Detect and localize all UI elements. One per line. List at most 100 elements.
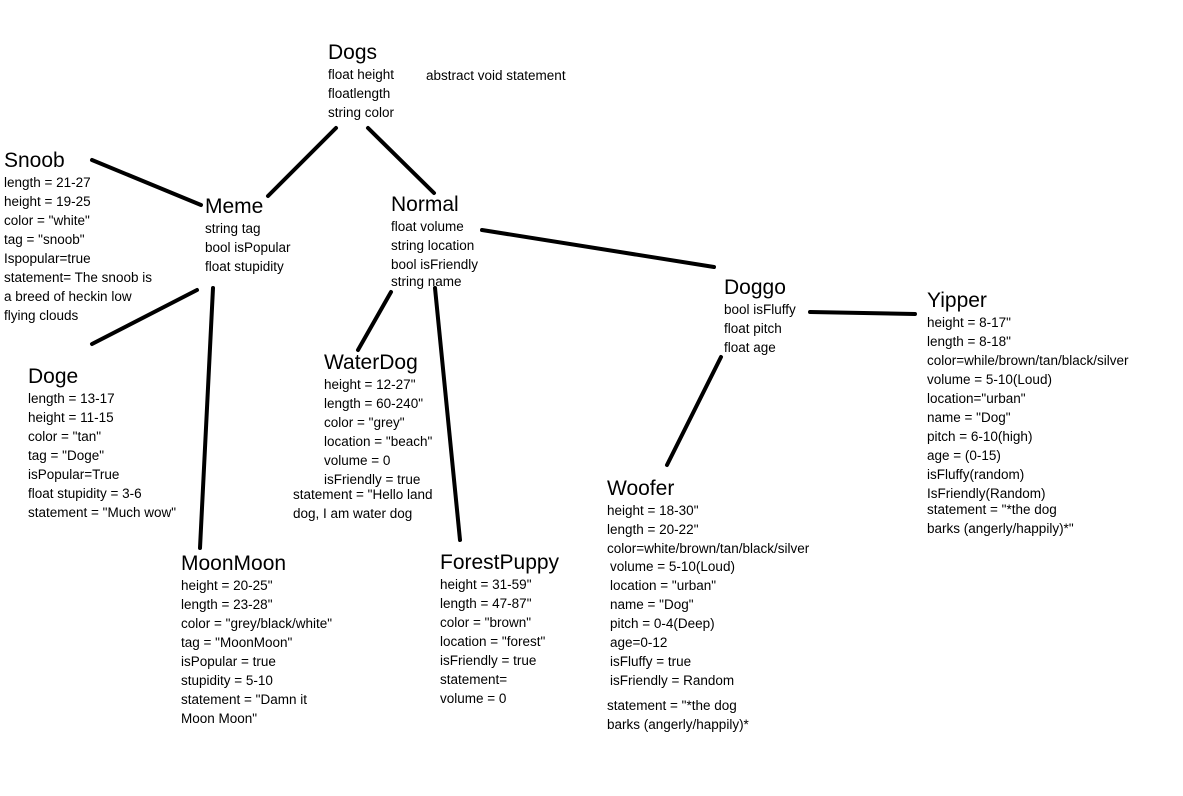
node-attribute: height = 12-27" [324, 377, 416, 392]
node-title: Dogs [328, 41, 378, 64]
edge-doggo-woofer [665, 355, 723, 467]
node-attribute: pitch = 0-4(Deep) [610, 616, 715, 631]
node-attribute: float stupidity = 3-6 [28, 486, 142, 501]
node-moonmoon: MoonMoon height = 20-25" length = 23-28"… [181, 553, 332, 728]
node-attribute: isPopular = true [181, 654, 276, 669]
node-attribute: color=while/brown/tan/black/silver [927, 353, 1129, 368]
dogs-abstract-method: abstract void statement [426, 68, 566, 83]
node-attribute: statement= [440, 672, 508, 687]
node-attribute: length = 60-240" [324, 396, 423, 411]
node-attribute: statement = "Much wow" [28, 505, 177, 520]
node-attribute: color = "grey" [324, 415, 405, 430]
node-dogs: Dogs float height floatlength string col… [328, 42, 394, 122]
node-attribute: volume = 0 [440, 691, 507, 706]
node-attribute: Moon Moon" [181, 711, 258, 726]
yipper-statement: statement = "*the dog barks (angerly/hap… [927, 500, 1074, 538]
node-attribute: bool isFriendly [391, 257, 479, 272]
node-attribute: height = 20-25" [181, 578, 273, 593]
node-attribute: a breed of heckin low [4, 289, 132, 304]
node-title: Normal [391, 193, 459, 216]
node-attribute: string tag [205, 221, 261, 236]
edge-meme-doge [90, 288, 199, 346]
node-attribute: age = (0-15) [927, 448, 1001, 463]
node-attribute: color = "white" [4, 213, 90, 228]
statement-line: dog, I am water dog [293, 506, 413, 521]
node-attribute: color = "brown" [440, 615, 531, 630]
node-attribute: length = 8-18" [927, 334, 1011, 349]
node-attribute: bool isPopular [205, 240, 291, 255]
node-title: Snoob [4, 149, 65, 172]
node-attribute: isPopular=True [28, 467, 120, 482]
node-doggo: Doggo bool isFluffy float pitch float ag… [724, 277, 796, 357]
node-attribute: isFriendly = Random [610, 673, 735, 688]
node-attribute: length = 20-22" [607, 522, 699, 537]
node-attribute: pitch = 6-10(high) [927, 429, 1033, 444]
statement-line: barks (angerly/happily)* [607, 717, 749, 732]
statement-line: statement = "*the dog [927, 502, 1057, 517]
node-waterdog: WaterDog height = 12-27" length = 60-240… [324, 352, 432, 489]
edge-meme-moonmoon [198, 286, 215, 550]
node-attribute: statement= The snoob is [4, 270, 152, 285]
node-attribute: isFriendly = true [324, 472, 421, 487]
node-meme: Meme string tag bool isPopular float stu… [205, 196, 291, 276]
node-attribute: height = 11-15 [28, 410, 114, 425]
node-forestpuppy: ForestPuppy height = 31-59" length = 47-… [440, 552, 559, 708]
node-attribute: isFriendly = true [440, 653, 537, 668]
node-title: Yipper [927, 289, 987, 312]
node-attribute: name = "Dog" [927, 410, 1011, 425]
node-attribute: Ispopular=true [4, 251, 91, 266]
statement-line: statement = "Hello land [293, 487, 433, 502]
edge-normal-forestpuppy [433, 286, 462, 542]
edge-dogs-normal [366, 126, 436, 195]
node-attribute: float height [328, 67, 395, 82]
node-attribute: height = 18-30" [607, 503, 699, 518]
node-attribute: float stupidity [205, 259, 284, 274]
node-attribute: location = "beach" [324, 434, 433, 449]
edge-snoob-meme [90, 158, 203, 207]
node-attribute: floatlength [328, 86, 391, 101]
node-attribute: height = 31-59" [440, 577, 532, 592]
woofer-attributes: volume = 5-10(Loud) location = "urban" n… [610, 557, 735, 690]
node-attribute: stupidity = 5-10 [181, 673, 273, 688]
node-attribute: string location [391, 238, 475, 253]
statement-line: barks (angerly/happily)*" [927, 521, 1074, 536]
node-attribute: age=0-12 [610, 635, 668, 650]
node-attribute: tag = "MoonMoon" [181, 635, 293, 650]
edge-doggo-yipper [808, 310, 917, 316]
node-doge: Doge length = 13-17 height = 11-15 color… [28, 366, 176, 522]
node-title: Doge [28, 365, 79, 388]
node-attribute: statement = "Damn it [181, 692, 307, 707]
node-title: Woofer [607, 477, 675, 500]
node-attribute: volume = 5-10(Loud) [610, 559, 735, 574]
node-attribute: length = 23-28" [181, 597, 273, 612]
node-attribute: location = "urban" [610, 578, 717, 593]
node-attribute: length = 47-87" [440, 596, 532, 611]
node-attribute: volume = 0 [324, 453, 391, 468]
node-title: Meme [205, 195, 264, 218]
node-title: WaterDog [324, 351, 418, 374]
edge-normal-doggo [480, 228, 716, 269]
node-attribute: name = "Dog" [610, 597, 694, 612]
node-attribute: length = 21-27 [4, 175, 91, 190]
node-attribute: float volume [391, 219, 464, 234]
node-title: MoonMoon [181, 552, 287, 575]
node-attribute: height = 8-17" [927, 315, 1011, 330]
normal-name-attribute: string name [391, 274, 462, 289]
node-attribute: isFluffy(random) [927, 467, 1025, 482]
node-title: ForestPuppy [440, 551, 560, 574]
node-yipper: Yipper height = 8-17" length = 8-18" col… [927, 290, 1128, 503]
statement-line: statement = "*the dog [607, 698, 737, 713]
node-attribute: color = "tan" [28, 429, 101, 444]
edge-dogs-meme [266, 126, 338, 198]
waterdog-statement: statement = "Hello land dog, I am water … [293, 485, 433, 523]
node-attribute: tag = "Doge" [28, 448, 105, 463]
node-attribute: float age [724, 340, 776, 355]
node-attribute: tag = "snoob" [4, 232, 85, 247]
node-attribute: location="urban" [927, 391, 1026, 406]
woofer-statement: statement = "*the dog barks (angerly/hap… [607, 696, 749, 734]
node-attribute: isFluffy = true [610, 654, 692, 669]
edge-normal-waterdog [356, 290, 393, 352]
node-normal: Normal float volume string location bool… [391, 194, 478, 274]
node-woofer: Woofer height = 18-30" length = 20-22" c… [607, 478, 809, 558]
